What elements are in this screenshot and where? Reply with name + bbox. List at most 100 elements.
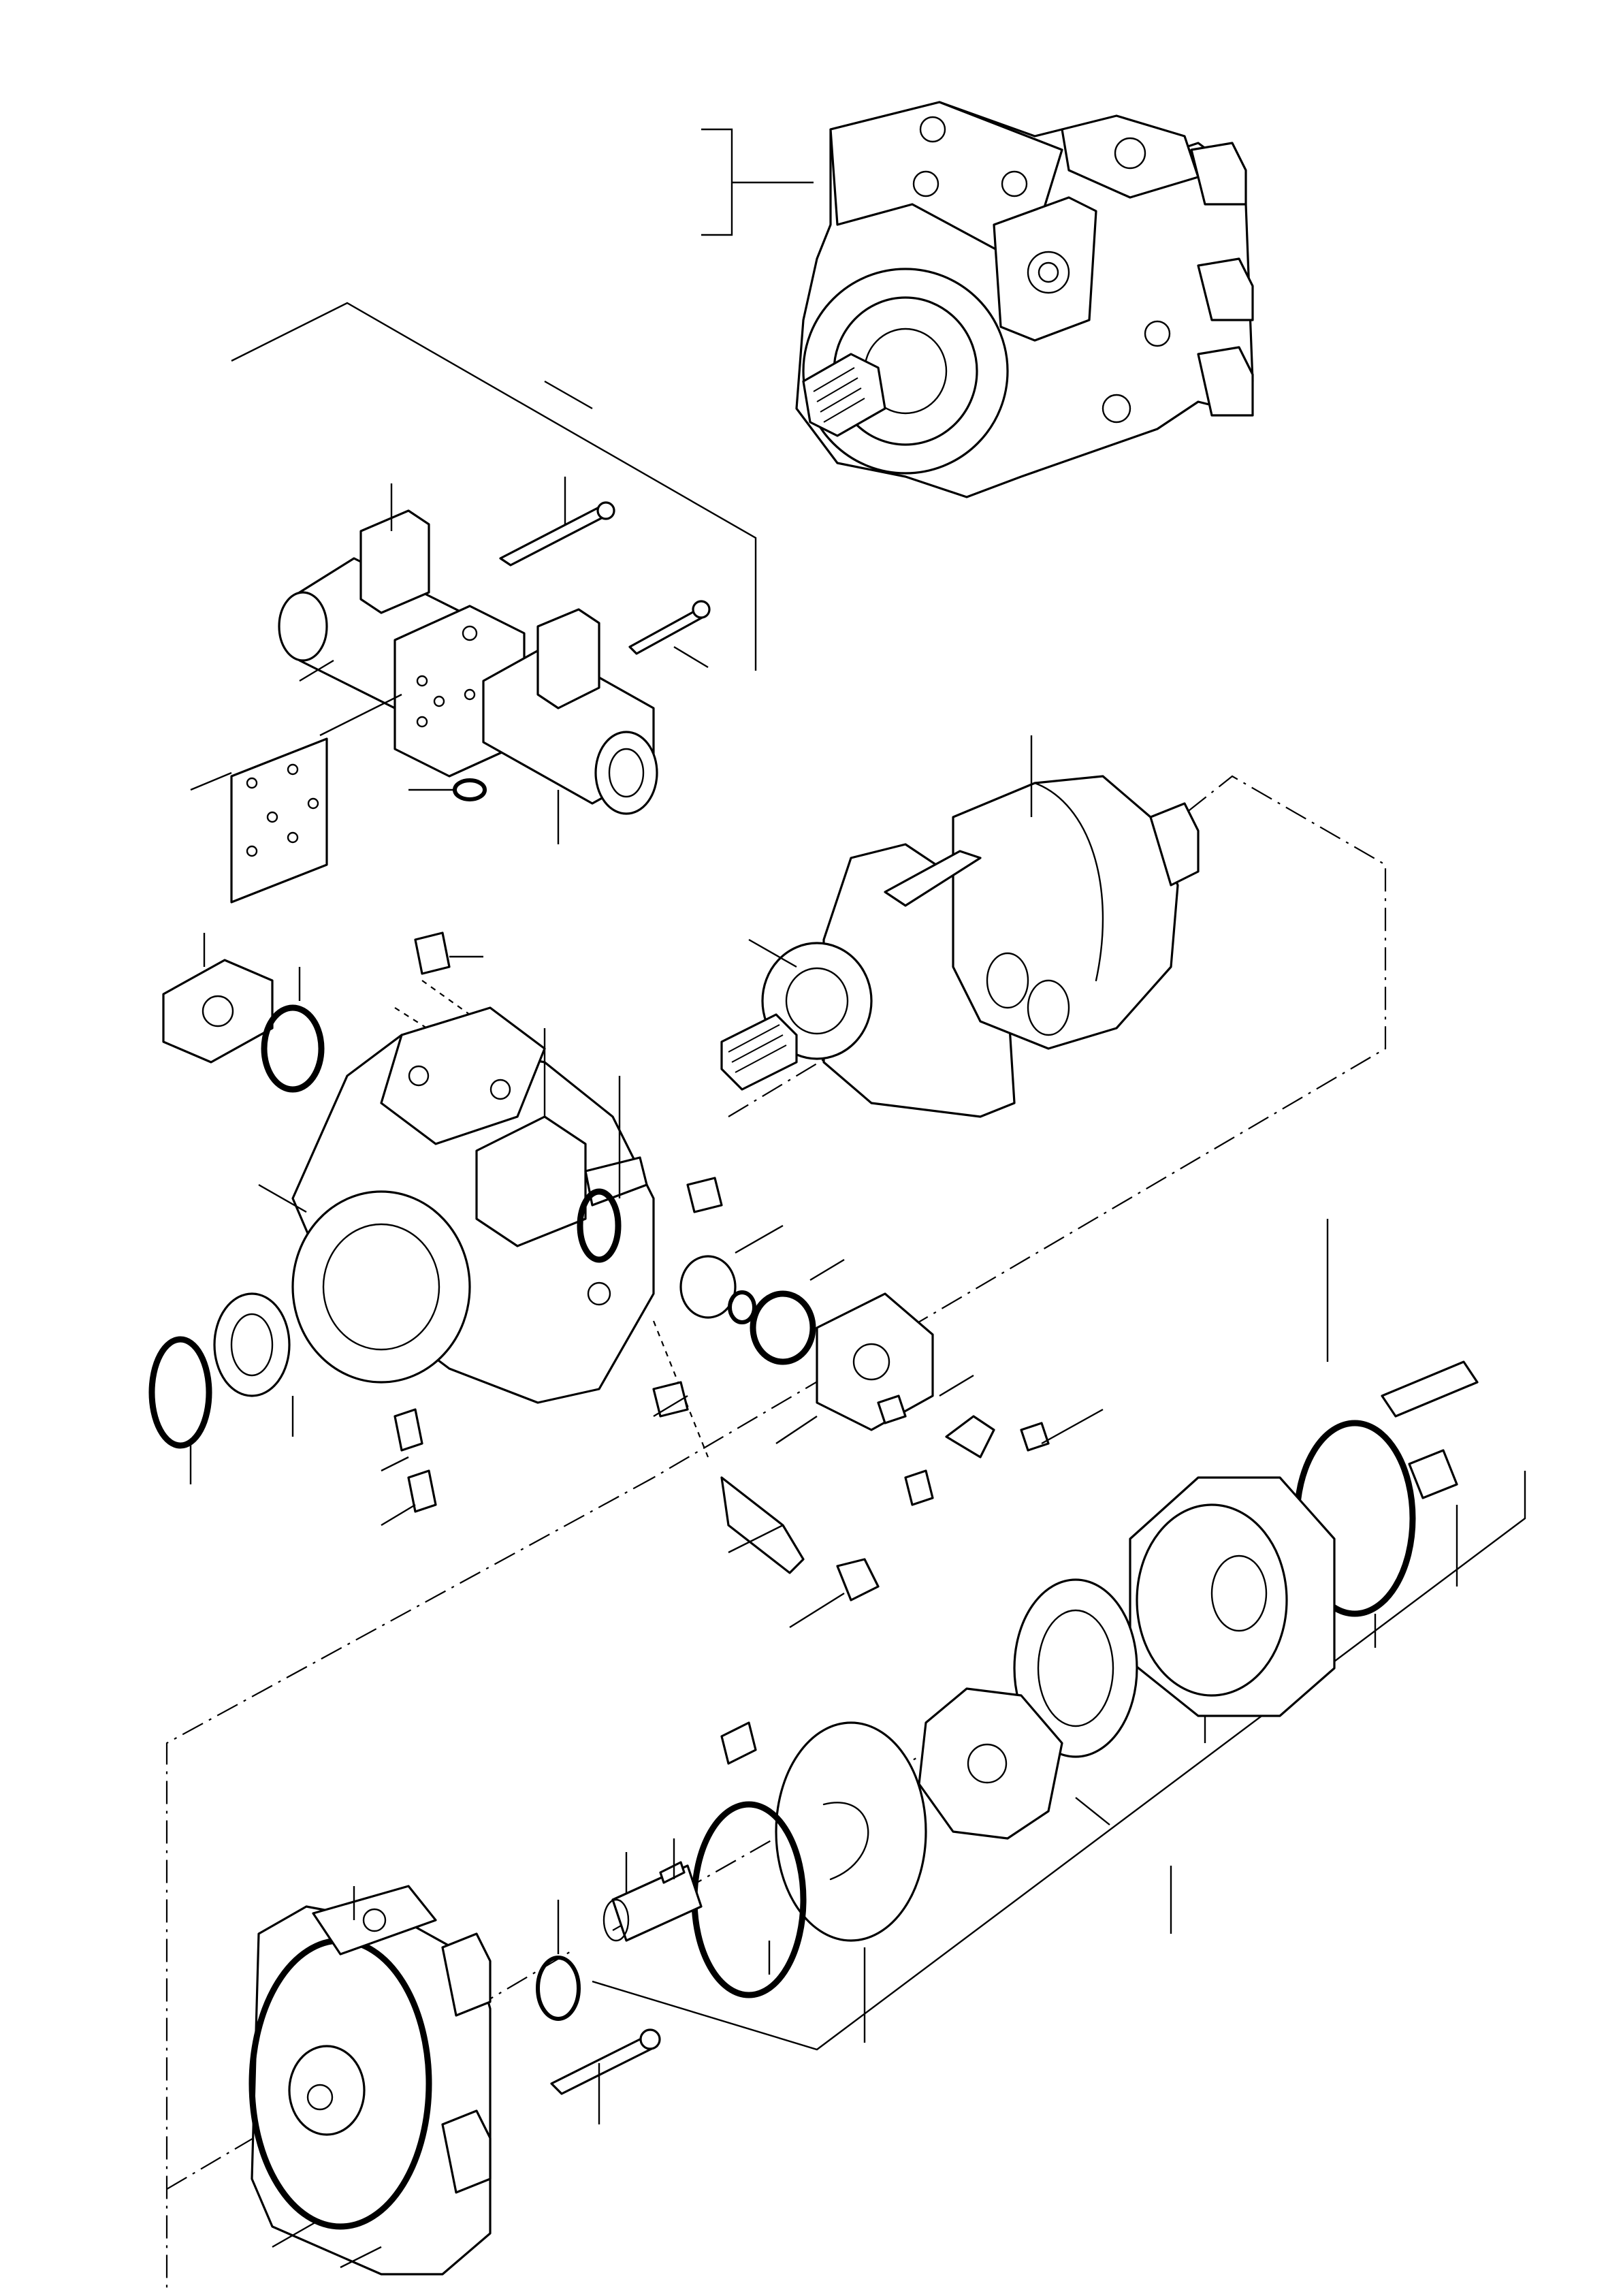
leader-large-oring	[809, 1258, 845, 1281]
retaining-ring	[148, 1336, 212, 1449]
housing-drain	[587, 1281, 611, 1306]
lower-plug	[652, 1381, 689, 1418]
complete-pump-bracket	[701, 128, 733, 236]
adjust-spindle	[720, 1476, 805, 1574]
small-o-ring	[728, 1290, 756, 1324]
rear-spline	[1149, 802, 1200, 887]
side-flange-port	[202, 995, 234, 1027]
bolt-head-lower	[692, 600, 711, 619]
long-cap-screw	[1381, 1360, 1479, 1418]
leader-lower-plug	[653, 1394, 688, 1418]
bolt-head-upper	[596, 501, 615, 520]
cover-bolt-2	[1001, 170, 1028, 197]
valve-group-bracket	[231, 302, 757, 671]
lower-valve-cap	[1197, 346, 1254, 417]
rear-valve-cap	[441, 2109, 492, 2194]
side-o-ring	[261, 1004, 325, 1093]
leader-small-screw	[1041, 1408, 1104, 1445]
pump-housing-and-controller	[148, 931, 1104, 1629]
pressure-port	[1114, 137, 1146, 170]
side-valve-cap	[1197, 257, 1254, 321]
port-plate-o-ring	[691, 1801, 807, 1998]
rear-port	[362, 1908, 387, 1932]
leader-flange-nut	[939, 1374, 974, 1397]
gasket-holes	[246, 763, 319, 857]
port-plate-kidney	[822, 1802, 869, 1881]
right-coil-connector	[536, 608, 600, 709]
seal-ring	[679, 1255, 737, 1319]
leader-rear-oring	[340, 2246, 382, 2269]
leader-manifold	[319, 693, 402, 737]
shaft-seal-ring	[213, 1292, 291, 1397]
rear-shaft-end	[306, 2084, 334, 2111]
left-coil-connector	[359, 509, 430, 614]
right-cap-knurl	[608, 748, 645, 798]
small-screw	[1020, 1422, 1050, 1452]
cover-bolt-3	[919, 116, 946, 143]
spline-teeth	[813, 367, 865, 423]
ring-gear-inner	[1037, 1609, 1114, 1727]
housing-bore-inner	[322, 1223, 440, 1351]
flange-washer	[877, 1394, 907, 1424]
swash-bar	[884, 850, 982, 907]
leader-ring-gear	[1075, 1797, 1110, 1825]
leader-lock-nut	[789, 1592, 845, 1629]
lower-axis-line	[165, 1477, 654, 2288]
leader-spindle	[728, 1524, 784, 1554]
output-shaft	[720, 1013, 798, 1091]
housing-plug-2	[489, 1079, 511, 1100]
flange-nut	[945, 1415, 995, 1458]
barrel-edge	[1033, 782, 1104, 982]
left-solenoid-cap	[278, 591, 328, 662]
control-o-ring	[577, 1188, 622, 1263]
flange-bolt	[904, 1469, 934, 1506]
leader-housing-screw	[381, 1503, 416, 1527]
leader-bolt-lower	[673, 645, 709, 669]
control-port-inner	[1038, 261, 1059, 283]
aux-pump-bracket	[592, 1471, 1526, 2051]
leader-housing	[258, 1183, 307, 1213]
group-brackets	[231, 128, 1526, 2051]
cylinder-barrel	[952, 775, 1179, 1050]
cut-off-port	[852, 1343, 890, 1381]
valve-o-ring	[453, 778, 487, 801]
bushing	[1408, 1449, 1458, 1499]
top-cap-nut	[1190, 142, 1247, 206]
bearing-inner	[785, 967, 849, 1035]
snap-ring	[536, 1956, 581, 2021]
gear-housing-bore	[1210, 1554, 1268, 1632]
housing-pin	[393, 1408, 423, 1452]
coupling-bore	[602, 1898, 630, 1942]
control-housing-top	[380, 1006, 546, 1145]
solenoid-valve-assembly	[190, 477, 711, 904]
housing-screw	[407, 1469, 437, 1513]
piston-port-1	[986, 952, 1029, 1009]
valve-group-leader	[544, 380, 593, 410]
right-solenoid-cap	[594, 731, 658, 815]
leader-solenoid-left	[299, 659, 334, 682]
housing-front-bore	[291, 1190, 471, 1384]
rotary-group	[720, 735, 1200, 1118]
large-o-ring	[750, 1290, 816, 1365]
valve-gasket-plate	[230, 737, 328, 904]
pinion-bore	[967, 1743, 1008, 1784]
leader-rear-cover	[272, 2218, 321, 2248]
piston-port-2	[1027, 979, 1070, 1036]
mounting-bolt-head	[639, 2028, 661, 2050]
dowel-pin	[720, 1721, 757, 1765]
housing-plug-1	[408, 1065, 430, 1087]
drain-port	[1102, 394, 1131, 424]
leader-pin	[381, 1456, 409, 1472]
drive-shaft-spline	[802, 353, 886, 437]
long-bolt-lower	[628, 608, 706, 655]
port-plate	[775, 1721, 927, 1942]
lock-nut	[836, 1558, 880, 1601]
manifold-holes	[416, 625, 478, 728]
rear-relief-cap	[441, 1932, 492, 2017]
cover-bolt-1	[912, 170, 939, 197]
adjust-screw-axis	[652, 1320, 709, 1458]
shaft-spline-teeth	[728, 1024, 787, 1073]
leader-gasket	[190, 771, 232, 791]
